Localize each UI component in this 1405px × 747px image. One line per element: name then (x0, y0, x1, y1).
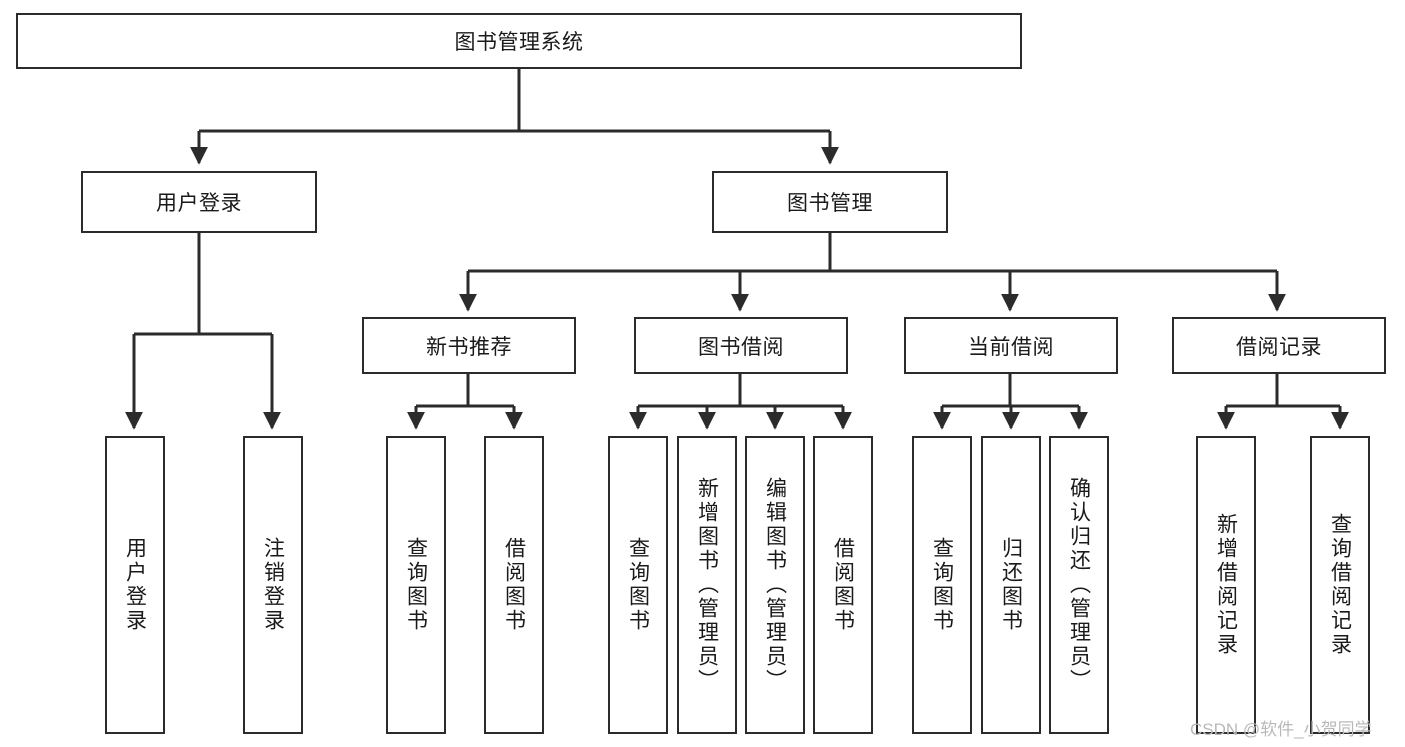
node-user-login-label: 用户登录 (156, 192, 242, 215)
leaf-node-label: 借阅图书 (831, 537, 855, 633)
leaf-node-label: 查询图书 (404, 537, 428, 633)
leaf-node-label: 查询图书 (930, 537, 954, 633)
leaf-node-label: 新增图书（管理员） (695, 477, 719, 693)
leaf-node[interactable]: 确认归还（管理员） (1049, 436, 1109, 734)
leaf-node[interactable]: 用户登录 (105, 436, 165, 734)
node-book-management[interactable]: 图书管理 (712, 171, 948, 233)
leaf-node[interactable]: 借阅图书 (813, 436, 873, 734)
leaf-node-label: 查询图书 (626, 537, 650, 633)
node-book-borrowing[interactable]: 图书借阅 (634, 317, 848, 374)
node-book-management-label: 图书管理 (787, 192, 873, 215)
node-current-borrowing[interactable]: 当前借阅 (904, 317, 1118, 374)
node-new-book-recommendation[interactable]: 新书推荐 (362, 317, 576, 374)
leaf-node-label: 确认归还（管理员） (1067, 477, 1091, 693)
leaf-node[interactable]: 注销登录 (243, 436, 303, 734)
leaf-node[interactable]: 查询图书 (912, 436, 972, 734)
leaf-node[interactable]: 新增图书（管理员） (677, 436, 737, 734)
leaf-node[interactable]: 归还图书 (981, 436, 1041, 734)
node-root-system[interactable]: 图书管理系统 (16, 13, 1022, 69)
node-borrowing-records-label: 借阅记录 (1236, 335, 1322, 359)
csdn-watermark: CSDN @软件_小贺同学 (1190, 720, 1372, 739)
node-book-borrowing-label: 图书借阅 (698, 335, 784, 359)
leaf-node[interactable]: 新增借阅记录 (1196, 436, 1256, 734)
leaf-node-label: 借阅图书 (502, 537, 526, 633)
leaf-node[interactable]: 查询图书 (608, 436, 668, 734)
leaf-node[interactable]: 借阅图书 (484, 436, 544, 734)
node-new-book-recommendation-label: 新书推荐 (426, 335, 512, 359)
leaf-node[interactable]: 编辑图书（管理员） (745, 436, 805, 734)
node-borrowing-records[interactable]: 借阅记录 (1172, 317, 1386, 374)
leaf-node-label: 编辑图书（管理员） (763, 477, 787, 693)
node-root-label: 图书管理系统 (454, 31, 584, 54)
leaf-node-label: 用户登录 (123, 537, 147, 633)
leaf-node[interactable]: 查询图书 (386, 436, 446, 734)
leaf-node-label: 查询借阅记录 (1328, 513, 1352, 657)
node-user-login[interactable]: 用户登录 (81, 171, 317, 233)
node-current-borrowing-label: 当前借阅 (968, 335, 1054, 359)
leaf-node-label: 归还图书 (999, 537, 1023, 633)
leaf-node-label: 新增借阅记录 (1214, 513, 1238, 657)
leaf-node[interactable]: 查询借阅记录 (1310, 436, 1370, 734)
leaf-node-label: 注销登录 (261, 537, 285, 633)
